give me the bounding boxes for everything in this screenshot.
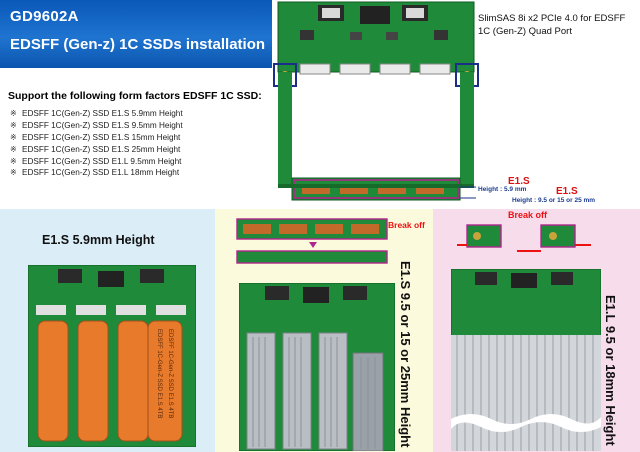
main-board-illustration — [273, 1, 479, 201]
list-item: ※EDSFF 1C(Gen-Z) SSD E1.L 18mm Height — [10, 168, 180, 178]
drive-label-b: EDSFF 1C-Gen-Z SSD E1.S 4TB — [167, 329, 173, 419]
bullet-icon: ※ — [10, 109, 17, 118]
panel-title: E1.S 9.5 or 15 or 25mm Height — [398, 261, 413, 448]
list-item: ※EDSFF 1C(Gen-Z) SSD E1.L 9.5mm Height — [10, 156, 182, 166]
e1s-tag-9515: E1.S — [556, 186, 578, 197]
bracket-strip-illustration — [236, 218, 388, 264]
bullet-icon: ※ — [10, 120, 17, 130]
board-with-e1s-59-drives — [28, 265, 196, 447]
break-off-label: Break off — [508, 210, 548, 220]
list-item: ※EDSFF 1C(Gen-Z) SSD E1.S 25mm Height — [10, 144, 181, 154]
panel-title: E1.S 5.9mm Height — [42, 233, 155, 247]
product-model-title: GD9602A — [10, 8, 79, 25]
bullet-icon: ※ — [10, 132, 17, 142]
panel-e1s-59: E1.S 5.9mm Height EDSFF 1C-Gen-Z SSD E1.… — [0, 209, 215, 452]
panel-e1l: Break off E1.L 9.5 or 18mm Height — [433, 209, 640, 452]
bullet-icon: ※ — [10, 144, 17, 154]
height-label-59: Height : 5.9 mm — [478, 186, 527, 193]
e1s-tag-59: E1.S — [508, 176, 530, 187]
board-with-heatsink-drives — [239, 283, 395, 451]
panel-title: E1.L 9.5 or 18mm Height — [603, 295, 618, 446]
form-factor-list: ※EDSFF 1C(Gen-Z) SSD E1.S 5.9mm Height ※… — [10, 108, 183, 179]
drive-label-a: EDSFF 1C-Gen-Z SSD E1.S 4TB — [156, 329, 162, 419]
board-with-e1l-drives — [451, 269, 601, 451]
height-label-9515: Height : 9.5 or 15 or 25 mm — [512, 197, 596, 204]
product-subtitle: EDSFF (Gen-z) 1C SSDs installation — [10, 36, 266, 53]
bullet-icon: ※ — [10, 156, 17, 166]
list-item: ※EDSFF 1C(Gen-Z) SSD E1.S 9.5mm Height — [10, 120, 183, 130]
list-item: ※EDSFF 1C(Gen-Z) SSD E1.S 15mm Height — [10, 132, 181, 142]
slimsas-label: SlimSAS 8i x2 PCIe 4.0 for EDSFF 1C (Gen… — [478, 13, 626, 37]
support-heading: Support the following form factors EDSFF… — [8, 90, 262, 102]
panel-e1s-9515: Break off E1.S 9.5 or 15 or 25mm Height — [215, 209, 433, 452]
break-off-label: Break off — [388, 220, 425, 230]
list-item: ※EDSFF 1C(Gen-Z) SSD E1.S 5.9mm Height — [10, 109, 183, 118]
title-banner: GD9602A EDSFF (Gen-z) 1C SSDs installati… — [0, 0, 272, 68]
bullet-icon: ※ — [10, 168, 17, 178]
break-off-tabs-illustration — [457, 224, 591, 252]
